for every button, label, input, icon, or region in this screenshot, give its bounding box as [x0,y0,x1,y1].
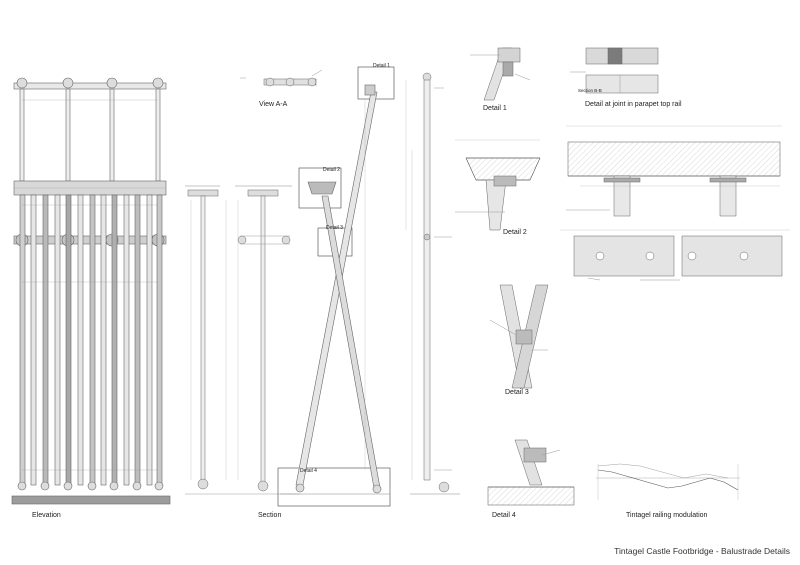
modulation-drawing [596,463,740,500]
detail1-title: Detail 1 [483,105,507,112]
sheet-title: Tintagel Castle Footbridge - Balustrade … [614,546,790,556]
section-drawing [185,185,300,495]
parapet-top-rail-drawing [566,125,782,217]
parapet-plan-drawing [560,229,790,281]
detail1-drawing [470,47,531,101]
section-title: Section [258,512,282,519]
detail2-drawing [455,139,541,231]
callout-detail4: Detail 4 [300,468,317,474]
detail3-title: Detail 3 [505,389,529,396]
detail2-title: Detail 2 [503,229,527,236]
modulation-title: Tintagel railing modulation [626,512,708,519]
detail3-drawing [489,284,549,389]
elevation-title: Elevation [32,512,61,519]
detail4-drawing [487,439,575,506]
callout-detail1: Detail 1 [373,63,390,69]
view-aa-title: View A-A [259,101,288,108]
callout-detail3: Detail 3 [326,225,343,231]
parapet-joint-title: Detail at joint in parapet top rail [585,101,682,108]
callout-detail2: Detail 2 [323,167,340,173]
diagonal-brace-drawing [277,66,395,507]
elevation-drawing [11,77,171,505]
callout-section-bb: Section B-B [578,88,602,93]
detail4-title: Detail 4 [492,512,516,519]
parapet-joint-drawing [570,47,659,94]
view-aa-drawing [240,69,323,87]
vertical-post-drawing [405,72,460,495]
